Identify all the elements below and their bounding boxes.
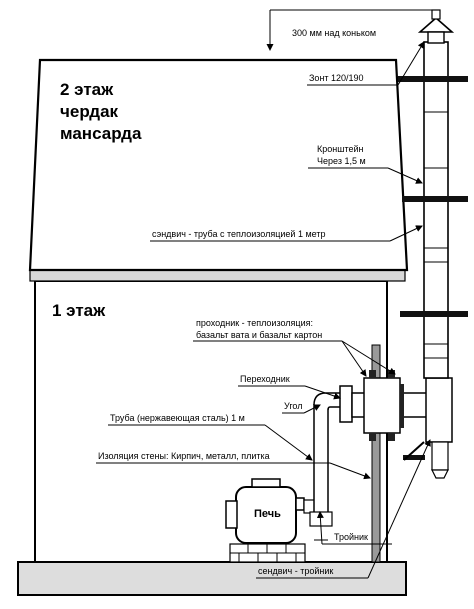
tee-label: Тройник bbox=[334, 532, 368, 542]
sandwich-insulated-label: сэндвич - труба с теплоизоляцией 1 метр bbox=[152, 229, 325, 239]
bracket-label-line1: Кронштейн bbox=[317, 144, 363, 154]
second-floor-title-line3: мансарда bbox=[60, 124, 142, 143]
wall-brackets bbox=[398, 76, 468, 461]
first-floor-title: 1 этаж bbox=[52, 301, 106, 320]
chimney-cap bbox=[417, 9, 455, 44]
above-ridge-label: 300 мм над коньком bbox=[292, 28, 376, 38]
steel-pipe-label: Труба (нержавеющая сталь) 1 м bbox=[110, 413, 245, 423]
wall-insulation-label: Изоляция стены: Кирпич, металл, плитка bbox=[98, 451, 270, 461]
roof bbox=[28, 58, 409, 272]
second-floor-title-line2: чердак bbox=[60, 102, 119, 121]
sandwich-tee bbox=[425, 377, 453, 479]
elbow-label: Угол bbox=[284, 401, 302, 411]
bracket-label-line2: Через 1,5 м bbox=[317, 156, 366, 166]
adapter-label: Переходник bbox=[240, 374, 290, 384]
passthrough-label-line2: базальт вата и базальт картон bbox=[196, 330, 322, 340]
passthrough-label-line1: проходник - теплоизоляция: bbox=[196, 318, 313, 328]
wall-insulation-strip bbox=[371, 344, 381, 563]
stove-brick-base bbox=[229, 543, 306, 563]
sandwich-tee-label: сендвич - тройник bbox=[258, 566, 333, 576]
stove bbox=[225, 478, 305, 544]
cap-label: Зонт 120/190 bbox=[309, 73, 364, 83]
stove-label: Печь bbox=[254, 508, 281, 520]
second-floor-title-line1: 2 этаж bbox=[60, 80, 114, 99]
eave-band bbox=[29, 269, 406, 282]
leader-lines bbox=[96, 41, 431, 579]
ridge-height-marker bbox=[266, 9, 433, 51]
exterior-chimney bbox=[423, 41, 449, 379]
